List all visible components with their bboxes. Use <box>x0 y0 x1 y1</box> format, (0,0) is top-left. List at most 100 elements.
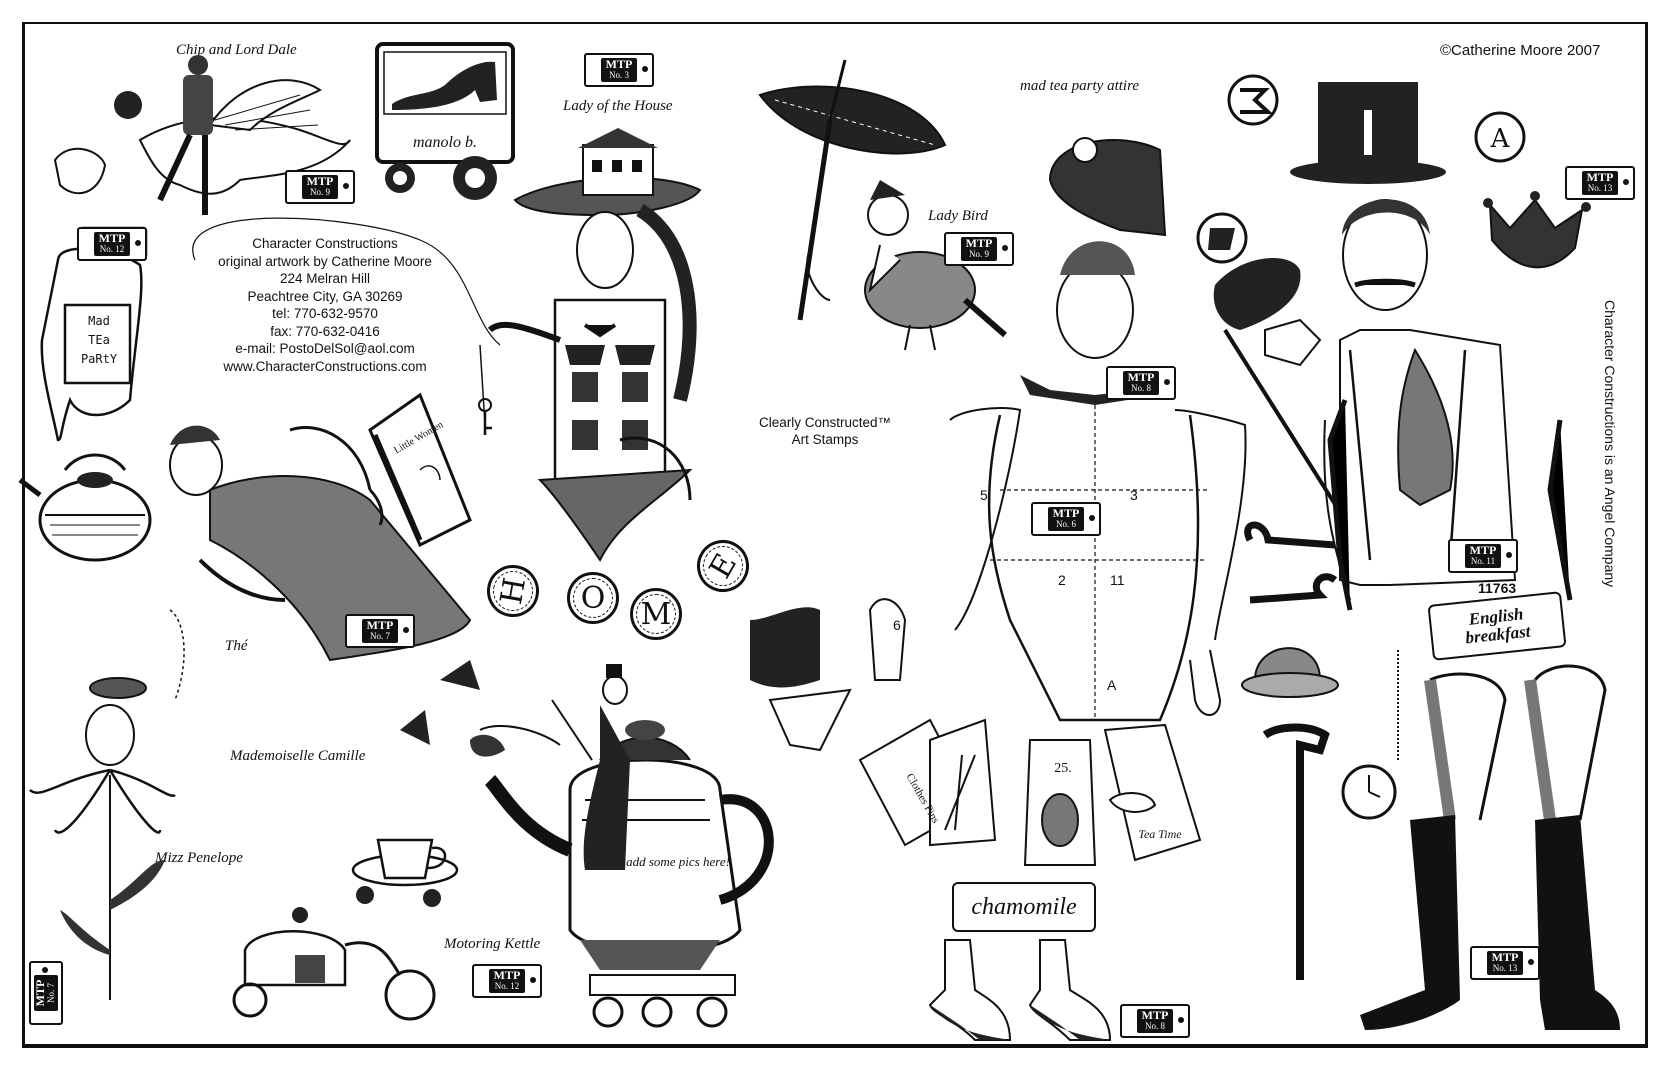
hand-card-line: TEa <box>88 333 110 347</box>
company-line: original artwork by Catherine Moore <box>218 253 432 269</box>
tag-number: No. 9 <box>968 249 989 259</box>
tag-prefix: MTP <box>33 979 47 1007</box>
hang-tag-text: Tea Time <box>1138 827 1182 841</box>
top-hat-illustration <box>1290 82 1446 184</box>
pipes-illustration <box>1244 521 1338 604</box>
caption-lady-of-the-house: Lady of the House <box>563 98 673 114</box>
tag-number: No. 12 <box>494 981 520 991</box>
caption-chip-and-lord-dale: Chip and Lord Dale <box>176 42 297 58</box>
bird-rider-illustration <box>53 55 351 215</box>
lady-of-house-illustration <box>478 128 702 562</box>
manolo-shoe-stamp: manolo b. <box>375 42 515 200</box>
tag-number: No. 7 <box>46 983 56 1004</box>
company-line: e-mail: PostoDelSol@aol.com <box>235 341 415 356</box>
bowtie-illustration <box>1264 318 1322 367</box>
company-line: Character Constructions <box>252 236 398 251</box>
tag-prefix: MTP <box>605 57 633 71</box>
caption-motoring-kettle: Motoring Kettle <box>444 936 541 952</box>
tag-prefix: MTP <box>1469 543 1497 557</box>
english-breakfast-line: breakfast <box>1464 621 1532 648</box>
sheet-border <box>22 22 1648 1048</box>
form-number: 5 <box>980 487 988 503</box>
string-line <box>192 217 501 346</box>
tag-number: No. 13 <box>1492 963 1518 973</box>
tag-number: No. 12 <box>99 244 125 254</box>
legs-boots-illustration <box>1360 664 1620 1030</box>
tag-prefix: MTP <box>1141 1008 1169 1022</box>
tag-prefix: MTP <box>1586 170 1614 184</box>
tag-number: No. 11 <box>1470 556 1496 566</box>
tag-prefix: MTP <box>965 236 993 250</box>
badges-illustration: A <box>1196 74 1526 264</box>
manolo-text: manolo b. <box>413 134 477 151</box>
parasol-illustration <box>758 59 947 321</box>
big-teapot-illustration: add some pics here! <box>470 664 774 1028</box>
company-address: Character Constructions original artwork… <box>190 235 460 375</box>
copyright-text: ©Catherine Moore 2007 <box>1440 42 1601 59</box>
cane-illustration <box>1262 723 1330 980</box>
form-number: 6 <box>893 617 901 633</box>
tag-number: No. 13 <box>1587 183 1613 193</box>
caption-mizz-penelope: Mizz Penelope <box>155 850 243 866</box>
badge-letter: A <box>1490 124 1511 154</box>
tag-prefix: MTP <box>366 618 394 632</box>
caption-lady-bird: Lady Bird <box>928 208 988 224</box>
tag-prefix: MTP <box>98 231 126 245</box>
tag-prefix: MTP <box>1491 950 1519 964</box>
brand-line-1: Clearly Constructed™ <box>758 415 892 430</box>
lady-bird-illustration <box>864 180 1007 351</box>
tag-number: No. 8 <box>1144 1021 1165 1031</box>
tag-number: No. 9 <box>309 187 330 197</box>
tag-prefix: MTP <box>1052 506 1080 520</box>
book-illustration: Little Women <box>368 392 472 548</box>
tag-prefix: MTP <box>306 174 334 188</box>
hand-card: Mad TEa PaRtY <box>70 312 128 369</box>
motoring-kettle-small <box>232 907 436 1021</box>
brand-block: Clearly Constructed™ Art Stamps <box>745 414 905 448</box>
form-number: 3 <box>1130 487 1138 503</box>
caption-the: Thé <box>225 638 248 654</box>
bowler-hat-illustration <box>1241 647 1339 698</box>
feather-hat-illustration <box>1048 137 1167 237</box>
company-line: tel: 770-632-9570 <box>272 306 378 321</box>
hand-card-line: Mad <box>88 314 110 328</box>
company-line: Peachtree City, GA 30269 <box>247 288 403 304</box>
hang-tags-illustration: Clothes Pins 25. Tea Time <box>858 718 1202 866</box>
lady-shoes-illustration <box>928 939 1112 1041</box>
penelope-illustration <box>29 677 176 1000</box>
tag-prefix: MTP <box>1127 370 1155 384</box>
tag-prefix: MTP <box>493 968 521 982</box>
form-number: A <box>1107 677 1117 693</box>
brand-line-2: Art Stamps <box>791 432 859 447</box>
chamomile-label: chamomile <box>952 882 1096 932</box>
hand-card-line: PaRtY <box>80 352 118 366</box>
add-some-pics-text: add some pics here! <box>626 854 730 869</box>
tag-number: No. 7 <box>369 631 390 641</box>
tag-number: No. 3 <box>608 70 629 80</box>
form-number: 11 <box>1110 572 1125 588</box>
form-number: 2 <box>1058 572 1066 588</box>
company-line: fax: 770-632-0416 <box>270 323 380 339</box>
caption-mademoiselle-camille: Mademoiselle Camille <box>230 748 366 764</box>
home-letter-o: O <box>567 572 619 624</box>
number-11763: 11763 <box>1478 580 1517 596</box>
kettle-illustration <box>18 453 152 562</box>
gentleman-illustration <box>1323 199 1573 611</box>
tag-number: No. 6 <box>1055 519 1076 529</box>
pocket-watch-illustration <box>1341 650 1399 820</box>
home-letter-m: M <box>630 588 682 640</box>
teacup-illustration <box>351 838 459 907</box>
